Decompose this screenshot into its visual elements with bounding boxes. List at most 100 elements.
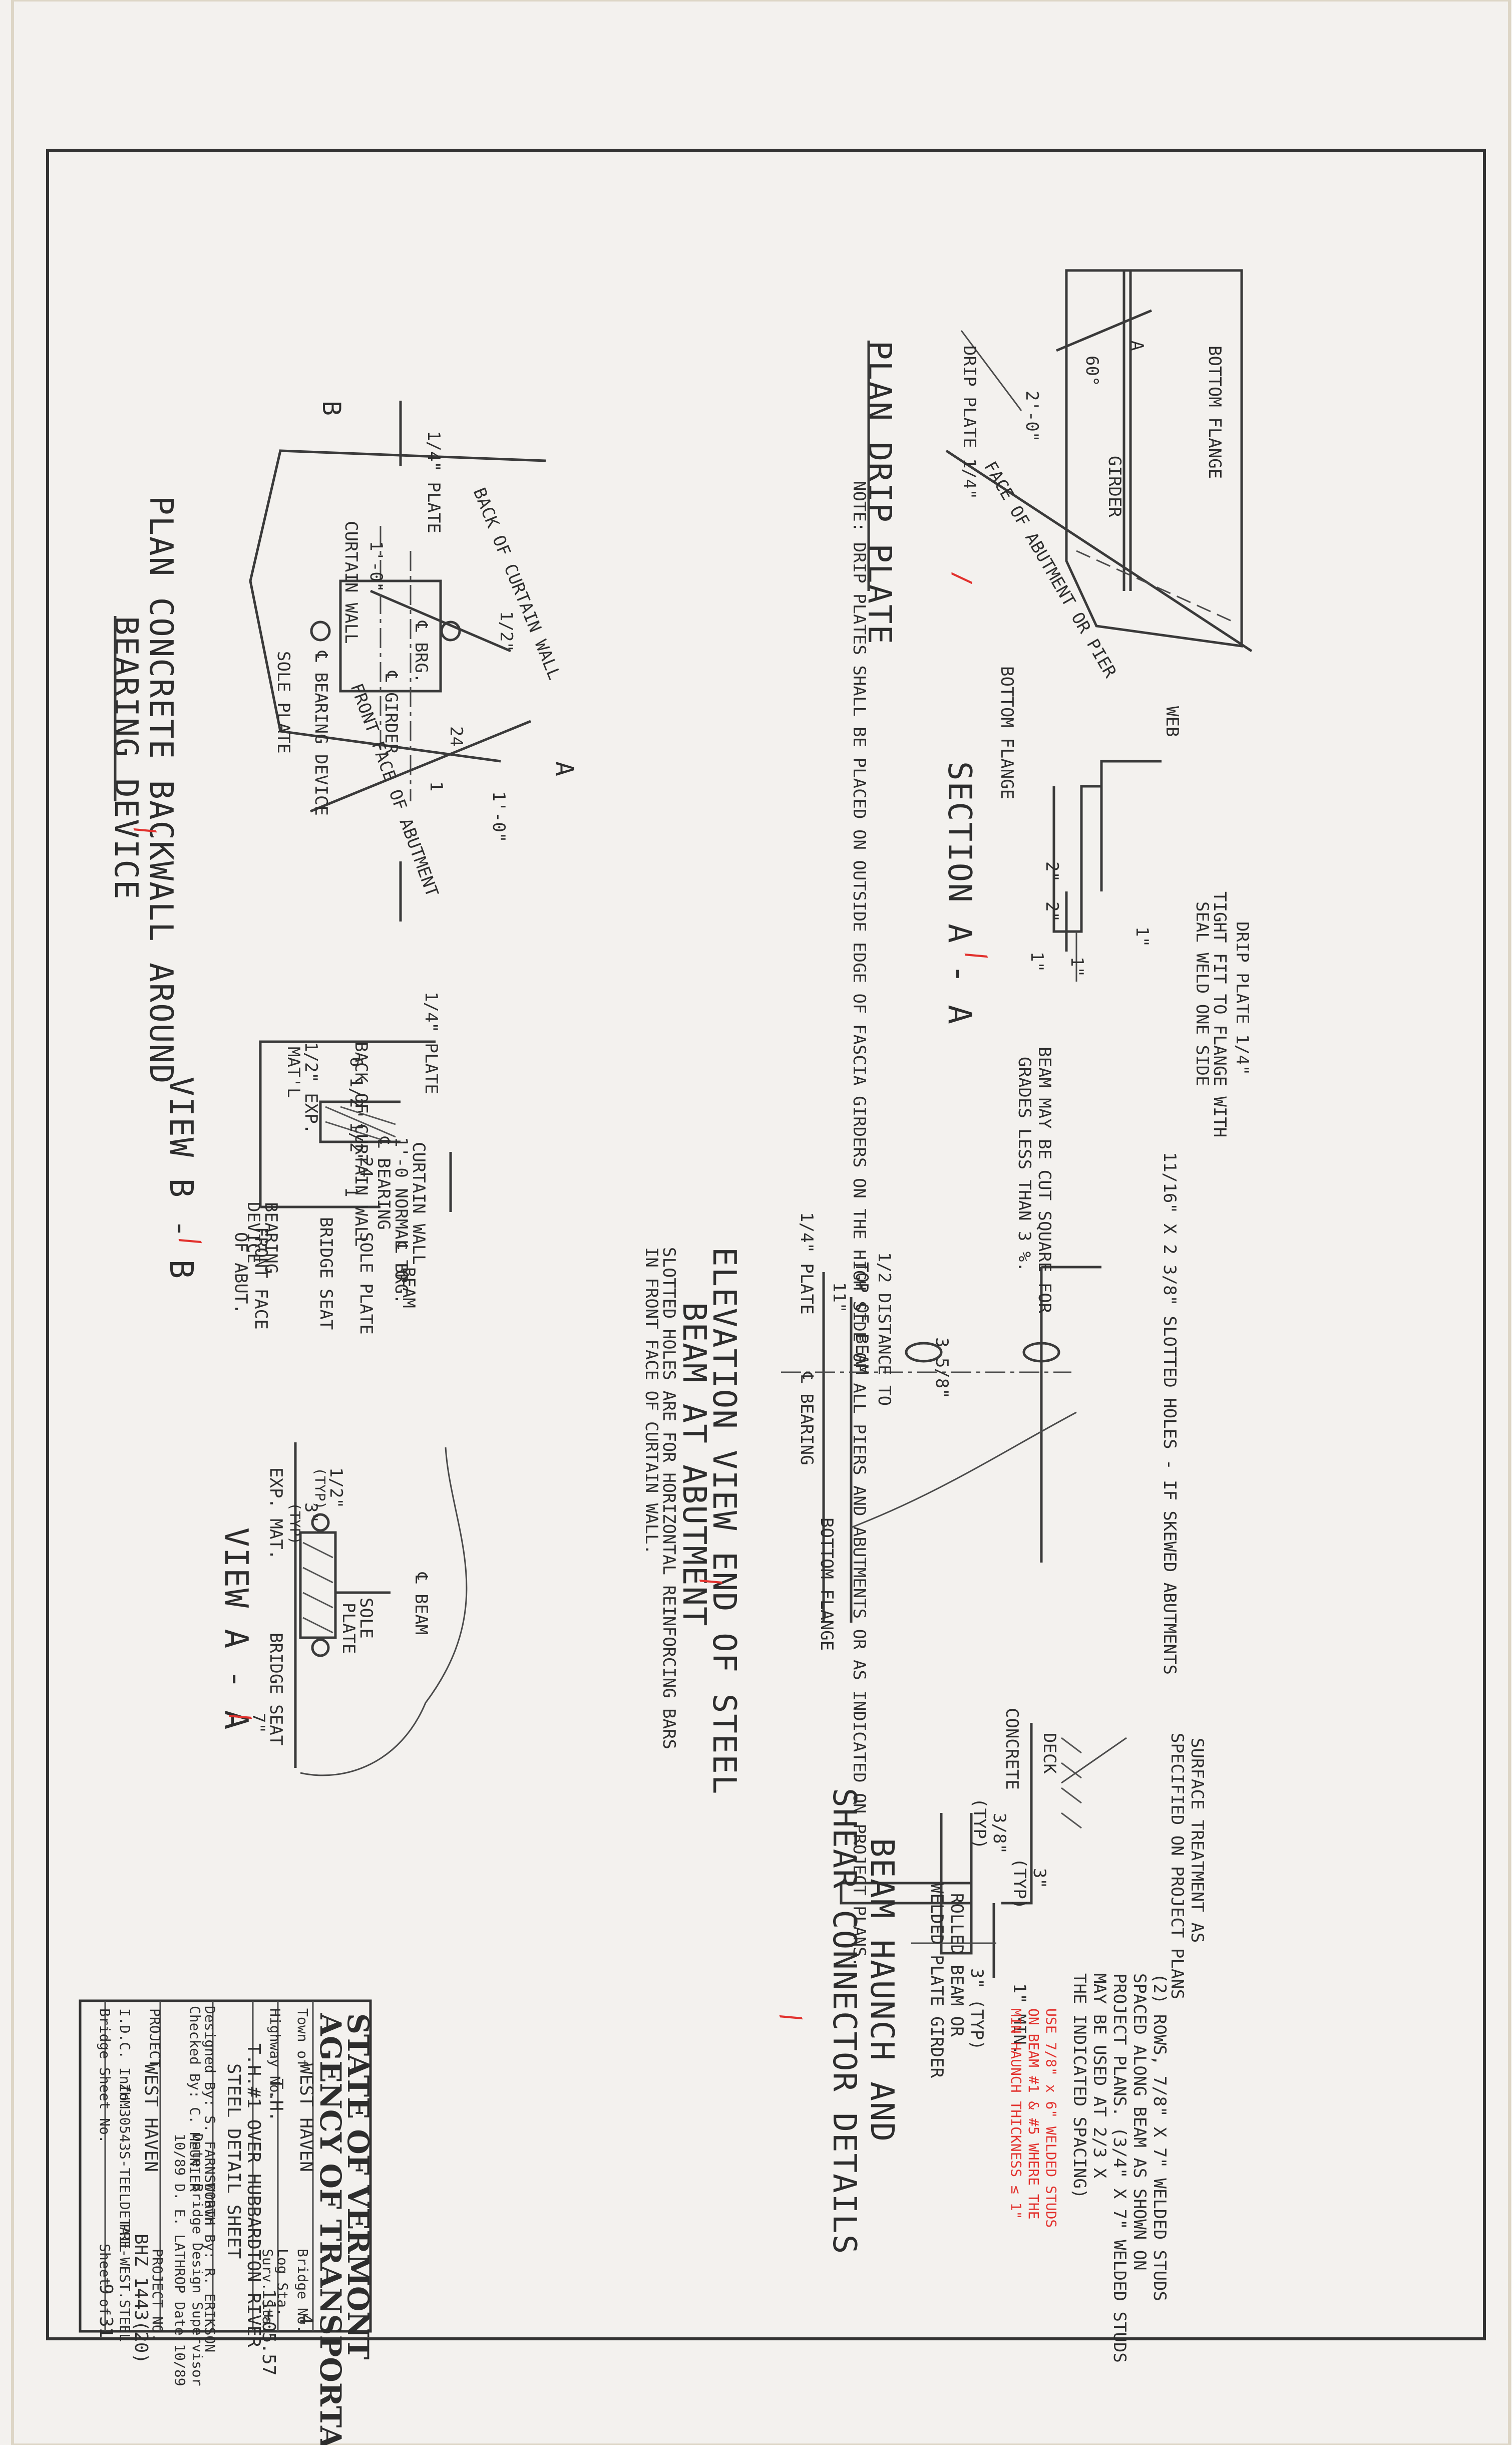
label-dim-3: 3": [301, 1502, 321, 1523]
tb-project-no-label: PROJECT NO.: [149, 2249, 166, 2341]
leader-surface: [1061, 1737, 1127, 1784]
label-dim-1min: 1" MIN.: [1009, 1983, 1029, 2055]
bolt-right: [311, 1638, 330, 1657]
red-note-1: USE 7/8" x 6" WELDED STUDS: [1043, 2008, 1059, 2228]
label-dim-2b: 2": [1042, 901, 1062, 922]
label-drip-plate: DRIP PLATE 1/4": [1232, 922, 1252, 1075]
beam-haunch-detail: SURFACE TREATMENT AS SPECIFIED ON PROJEC…: [776, 1708, 1207, 2363]
tb-bridge-sheet-label: Bridge Sheet No.: [97, 2008, 113, 2144]
label-studs-1: (2) ROWS, 7/8" X 7" WELDED STUDS: [1150, 1973, 1170, 2301]
title-haunch-1: BEAM HAUNCH AND: [863, 1838, 900, 2143]
curtain-wall-outline: [259, 1040, 436, 1207]
svg-text:/: /: [948, 571, 977, 586]
label-bearing: ℄ BEARING: [797, 1372, 817, 1465]
tb-town-label: Town of: [294, 2008, 311, 2067]
sole-plate-rect: [299, 1531, 337, 1639]
label-curtain-wall: CURTAIN WALL: [341, 521, 361, 644]
label-beam: ℄ BEAM: [411, 1572, 431, 1635]
drip-plate-outline: [1052, 785, 1101, 933]
label-sole-plate: SOLE PLATE: [356, 1232, 376, 1335]
tb-surv-sta: 11+05.57: [258, 2289, 279, 2375]
tb-heading-2: AGENCY OF TRANSPORTATION: [313, 2013, 347, 2445]
tb-designed-by: Designed By: S. FARNSWORTH: [202, 2006, 218, 2225]
label-bearing-device: ℄ BEARING DEVICE: [311, 651, 331, 816]
label-bottom-flange: BOTTOM FLANGE: [997, 666, 1017, 799]
label-dim-half: 1/2": [346, 1122, 366, 1163]
label-cw-1: CURTAIN WALL: [409, 1142, 429, 1265]
label-exp-1: 1/2" EXP.: [301, 1042, 321, 1134]
label-dim-half: 1/2": [326, 1467, 346, 1508]
bolt-left: [311, 1513, 330, 1532]
bearing-hatching: [325, 1106, 396, 1140]
label-section-a: A: [1127, 341, 1147, 351]
label-girder: ℄ GIRDER: [381, 671, 401, 754]
label-beam: BEAM: [399, 1267, 419, 1308]
label-studs-2: SPACED ALONG BEAM AS SHOWN ON: [1129, 1973, 1150, 2271]
label-typ-1: (TYP): [969, 1798, 989, 1849]
tb-of-label: of: [97, 2299, 113, 2316]
label-rolled-2: WELDED PLATE GIRDER: [927, 1883, 947, 2078]
drip-plate-note: NOTE: DRIP PLATES SHALL BE PLACED ON OUT…: [849, 481, 869, 1967]
label-bridge-seat: BRIDGE SEAT: [316, 1217, 336, 1330]
label-plate: 1/4" PLATE: [797, 1212, 817, 1315]
label-surface-2: SPECIFIED ON PROJECT PLANS: [1167, 1733, 1187, 1999]
tb-town: WEST HAVEN: [296, 2063, 316, 2172]
label-exp-2: MAT'L: [283, 1047, 303, 1098]
label-brg: ℄ BRG.: [391, 1242, 411, 1304]
tb-checked-by: Checked By: C. MEUNIER: [187, 2006, 203, 2192]
view-aa-detail: ℄ BEAM SOLE PLATE BRIDGE SEAT EXP. MAT. …: [217, 1442, 468, 1776]
label-typ2: (TYP): [287, 1502, 303, 1545]
label-drip-plate: DRIP PLATE 1/4": [959, 346, 979, 499]
label-cw-3: ℄ BEARING: [373, 1136, 394, 1230]
label-studs-3: PROJECT PLANS. (3/4" X 7" WELDED STUDS: [1109, 1973, 1129, 2363]
sole-plate-box: [339, 579, 442, 693]
label-bridge-seat: BRIDGE SEAT: [266, 1633, 286, 1745]
label-exp-mat: EXP. MAT.: [266, 1467, 286, 1560]
front-face-line: [310, 720, 531, 813]
tb-date: 10/89: [172, 2133, 188, 2176]
slotted-hole-1: [905, 1342, 943, 1363]
label-dim-3typ: 3" (TYP): [967, 1968, 987, 2050]
plate-hatching: [302, 1542, 333, 1634]
title-view-bb: VIEW B - B: [162, 1077, 199, 1280]
title-plan-drip-plate: PLAN DRIP PLATE: [861, 341, 898, 645]
label-dim-24: 24: [356, 1157, 376, 1177]
tb-bridge-no: 4: [296, 2314, 316, 2325]
label-web: WEB: [1162, 706, 1182, 737]
label-back-wall: BACK OF CURTAIN WALL: [351, 1042, 371, 1247]
label-bottom-flange: BOTTOM FLANGE: [1205, 346, 1225, 479]
slotted-hole-2: [1022, 1342, 1060, 1363]
tb-sheet-title: STEEL DETAIL SHEET: [223, 2063, 244, 2259]
bolt-2: [440, 621, 461, 642]
label-fit-note-2: SEAL WELD ONE SIDE: [1192, 901, 1212, 1086]
label-dim-24: 24: [446, 726, 466, 747]
tb-file: PRE-WEST.STEEL: [117, 2224, 133, 2342]
leader-line: [960, 330, 1022, 411]
plan-backwall-detail: 1/4" PLATE BACK OF CURTAIN WALL CURTAIN …: [107, 401, 579, 1084]
label-bottom-flange: BOTTOM FLANGE: [817, 1517, 837, 1651]
label-dim-1: 1: [341, 1187, 361, 1197]
tb-idc-label: I.D.C. Info.: [117, 2008, 133, 2109]
tb-heading-1: STATE OF VERMONT: [341, 2013, 375, 2359]
section-aa-drip-detail: WEB BOTTOM FLANGE DRIP PLATE 1/4" TIGHT …: [941, 666, 1252, 1137]
label-typ-2: (TYP): [1009, 1858, 1029, 1909]
tb-log-sta-label: Log Sta.: [274, 2249, 291, 2316]
tb-highway-label: Highway No.: [267, 2008, 283, 2101]
label-plate: 1/4" PLATE: [424, 431, 444, 533]
deck-outline: [1001, 1723, 1033, 1905]
label-bearing-2: DEVICE: [243, 1202, 263, 1264]
tb-project-label: PROJECT: [147, 2008, 163, 2067]
label-dim-7: 7": [248, 1713, 268, 1733]
label-slot-note: 11/16" X 2 3/8" SLOTTED HOLES - IF SKEWE…: [1160, 1152, 1180, 1675]
label-dist-2: TOP OF BEAM: [852, 1262, 872, 1375]
dashed-line: [1076, 550, 1232, 622]
tb-project: WEST HAVEN: [141, 2063, 161, 2172]
label-deck: DECK: [1039, 1733, 1059, 1774]
title-elevation-1: ELEVATION VIEW END OF STEEL: [705, 1247, 742, 1795]
label-slotted-note-1: SLOTTED HOLES ARE FOR HORIZONTAL REINFOR…: [659, 1247, 679, 1749]
label-dim-1a: 1": [1067, 957, 1087, 977]
label-front-1: FRONT FACE: [251, 1227, 271, 1330]
